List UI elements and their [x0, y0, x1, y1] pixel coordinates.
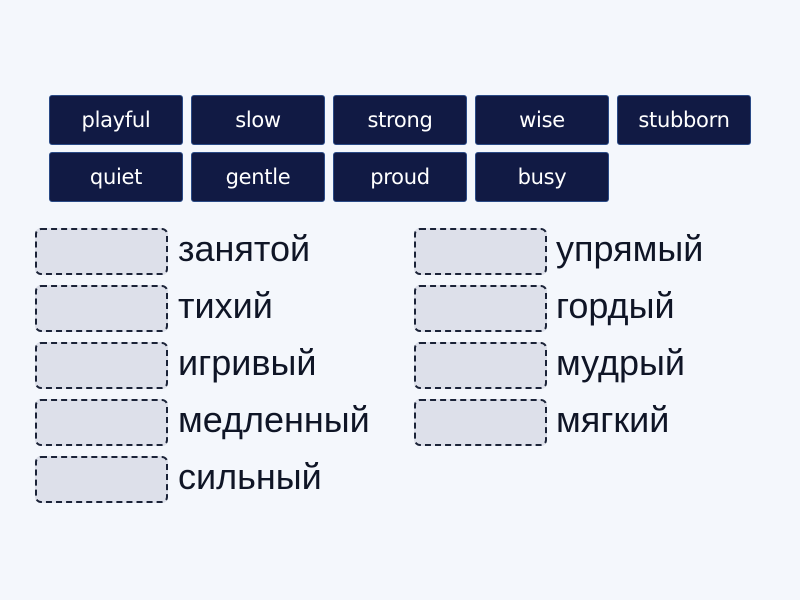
drop-zone[interactable]	[35, 228, 168, 275]
drop-zone[interactable]	[35, 285, 168, 332]
word-tile-proud[interactable]: proud	[333, 152, 467, 202]
drop-zone[interactable]	[414, 228, 547, 275]
target-label: гордый	[556, 285, 675, 326]
target-label: мягкий	[556, 399, 670, 440]
target-label: медленный	[178, 399, 370, 440]
drop-zone[interactable]	[414, 285, 547, 332]
target-label: упрямый	[556, 228, 704, 269]
word-tile-wise[interactable]: wise	[475, 95, 609, 145]
target-label: сильный	[178, 456, 322, 497]
drop-zone[interactable]	[35, 342, 168, 389]
target-label: мудрый	[556, 342, 685, 383]
word-tile-stubborn[interactable]: stubborn	[617, 95, 751, 145]
target-label: тихий	[178, 285, 273, 326]
word-tile-strong[interactable]: strong	[333, 95, 467, 145]
target-label: игривый	[178, 342, 317, 383]
word-tile-busy[interactable]: busy	[475, 152, 609, 202]
word-tile-slow[interactable]: slow	[191, 95, 325, 145]
word-tile-playful[interactable]: playful	[49, 95, 183, 145]
drop-zone[interactable]	[414, 342, 547, 389]
drop-zone[interactable]	[414, 399, 547, 446]
word-tile-quiet[interactable]: quiet	[49, 152, 183, 202]
word-tile-gentle[interactable]: gentle	[191, 152, 325, 202]
drop-zone[interactable]	[35, 399, 168, 446]
drop-zone[interactable]	[35, 456, 168, 503]
target-label: занятой	[178, 228, 311, 269]
